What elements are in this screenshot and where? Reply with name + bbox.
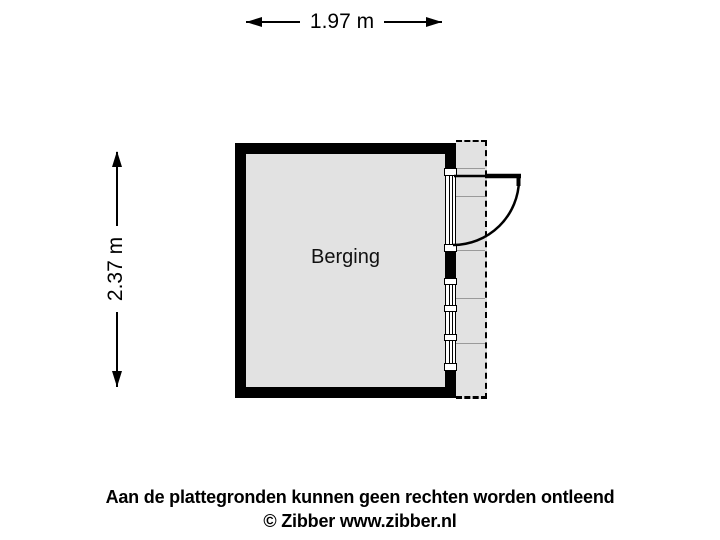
window-sill <box>444 305 457 312</box>
exterior-strip <box>456 140 487 399</box>
strip-division-line <box>456 343 485 344</box>
room-label: Berging <box>311 246 380 268</box>
window-panel <box>445 285 456 305</box>
strip-division-line <box>456 168 485 169</box>
arrowhead-down-icon <box>112 371 122 387</box>
door-glazing-panel <box>445 176 456 244</box>
window-sill <box>444 363 457 371</box>
arrowhead-up-icon <box>112 151 122 167</box>
arrowhead-right-icon <box>426 17 442 27</box>
arrowhead-left-icon <box>246 17 262 27</box>
window-sill <box>444 244 457 252</box>
window-sill <box>444 278 457 285</box>
dimension-width-label: 1.97 m <box>300 9 384 35</box>
dimension-height-value: 2.37 m <box>104 236 128 302</box>
dimension-height-label: 2.37 m <box>102 226 131 312</box>
door-swing-arc <box>452 179 521 247</box>
room-berging <box>235 143 456 398</box>
window-panel <box>445 341 456 363</box>
strip-division-line <box>456 196 485 197</box>
window-panel <box>445 312 456 334</box>
copyright-text: © Zibber www.zibber.nl <box>263 511 457 531</box>
strip-division-line <box>456 250 485 251</box>
strip-division-line <box>456 298 485 299</box>
disclaimer-text: Aan de plattegronden kunnen geen rechten… <box>105 487 615 507</box>
dimension-width-value: 1.97 m <box>309 10 375 33</box>
window-sill <box>444 334 457 341</box>
door <box>452 173 521 247</box>
window-sill <box>444 168 457 176</box>
